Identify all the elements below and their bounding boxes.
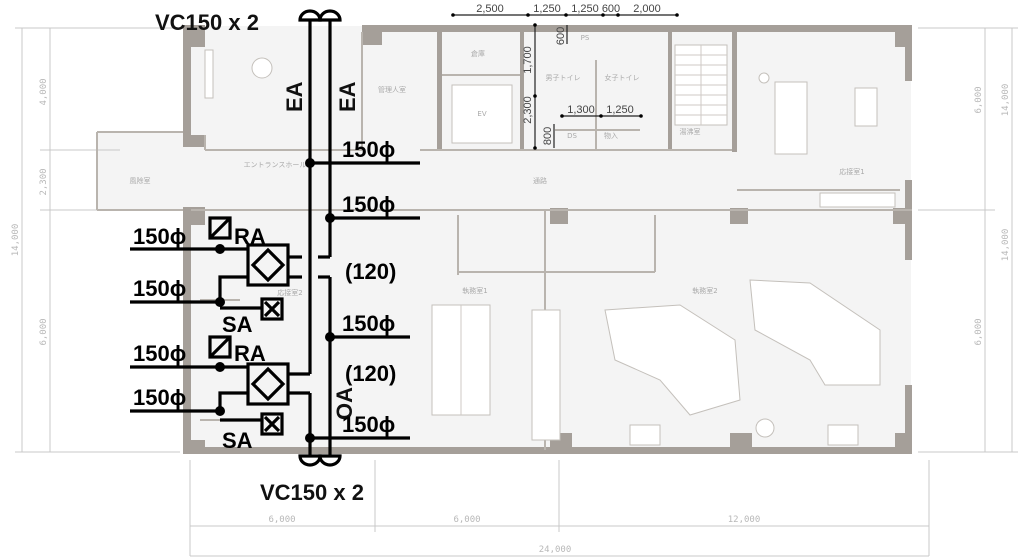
hrv1-ra-size: 150ϕ (133, 224, 186, 249)
dim-right-14000-top: 14,000 (1001, 84, 1011, 117)
room-ds: DS (567, 132, 577, 140)
dim-right-6000-bottom: 6,000 (974, 318, 984, 345)
hrv2-sa-label: SA (222, 428, 253, 453)
dim-bottom-6000-a: 6,000 (268, 515, 295, 525)
supply-diffuser-icon (260, 412, 284, 436)
ventilation-ducts (130, 9, 420, 467)
flow-rate-2: (120) (345, 361, 396, 386)
vc-bottom-label: VC150 x 2 (260, 480, 364, 505)
dim-bottom-24000: 24,000 (539, 545, 572, 555)
walls (183, 25, 912, 454)
dim-left-2300: 2,300 (39, 168, 49, 195)
flow-rate-1: (120) (345, 259, 396, 284)
room-manager: 管理人室 (378, 85, 406, 94)
room-kitchenette: 湯沸室 (680, 127, 701, 136)
heat-exchanger-icon (246, 362, 290, 406)
branch-size-1: 150ϕ (342, 137, 395, 162)
dim-left-6000: 6,000 (39, 318, 49, 345)
room-entrance: エントランスホール (244, 161, 307, 169)
oa-label: OA (332, 387, 357, 420)
ea-label-right: EA (335, 81, 360, 112)
room-ps: PS (581, 34, 590, 42)
hrv2-sa-size: 150ϕ (133, 385, 186, 410)
stairs (674, 44, 728, 126)
dim-top-1250-a: 1,250 (533, 3, 561, 15)
dim-core-600: 600 (555, 27, 567, 45)
room-small-office: 応接室2 (277, 288, 302, 297)
room-storage: 倉庫 (471, 49, 485, 58)
outer-dimensions (15, 27, 1018, 557)
vc-top-label: VC150 x 2 (155, 10, 259, 35)
heat-exchanger-icon (246, 243, 290, 287)
dim-core-1300: 1,300 (567, 104, 595, 116)
dim-top-1250-b: 1,250 (571, 3, 599, 15)
vent-cap-icon (298, 454, 322, 467)
dim-top-2500: 2,500 (476, 3, 504, 15)
hrv1-sa-size: 150ϕ (133, 276, 186, 301)
dim-right-6000-top: 6,000 (974, 86, 984, 113)
room-womens-toilet: 女子トイレ (605, 73, 640, 82)
dim-left-14000: 14,000 (11, 224, 21, 257)
furniture (204, 49, 896, 446)
dim-top-2000: 2,000 (633, 3, 661, 15)
dim-core-2300: 2,300 (522, 96, 534, 124)
room-corridor: 通路 (533, 176, 547, 185)
hrv2-ra-size: 150ϕ (133, 341, 186, 366)
hrv2-ra-label: RA (234, 341, 266, 366)
ea-label-left: EA (282, 81, 307, 112)
core-dimensions (451, 13, 679, 150)
dim-bottom-12000: 12,000 (728, 515, 761, 525)
vent-cap-icon (298, 9, 322, 22)
dim-core-800: 800 (542, 127, 554, 145)
dim-top-600: 600 (602, 3, 620, 15)
room-mens-toilet: 男子トイレ (546, 74, 581, 82)
hrv1-sa-label: SA (222, 312, 253, 337)
room-closet: 物入 (604, 131, 618, 140)
dim-core-1700: 1,700 (522, 46, 534, 74)
room-office1: 執務室1 (462, 286, 487, 295)
branch-size-2: 150ϕ (342, 192, 395, 217)
room-labels: 倉庫 管理人室 EV 男子トイレ 女子トイレ PS DS 物入 湯沸室 通路 エ… (130, 34, 865, 297)
damper-icon (208, 216, 232, 240)
dim-left-4000: 4,000 (39, 78, 49, 105)
hrv1-ra-label: RA (234, 224, 266, 249)
branch-size-3: 150ϕ (342, 311, 395, 336)
dim-right-14000: 14,000 (1001, 229, 1011, 262)
dim-bottom-6000-b: 6,000 (453, 515, 480, 525)
damper-icon (208, 335, 232, 359)
room-vestibule: 風除室 (130, 176, 151, 185)
room-reception: 応接室1 (839, 167, 864, 176)
dim-core-1250: 1,250 (606, 104, 634, 116)
room-office2: 執務室2 (692, 286, 717, 295)
vent-cap-icon (318, 9, 342, 22)
branch-size-4: 150ϕ (342, 412, 395, 437)
vent-cap-icon (318, 454, 342, 467)
supply-diffuser-icon (260, 297, 284, 321)
room-ev: EV (477, 110, 486, 118)
